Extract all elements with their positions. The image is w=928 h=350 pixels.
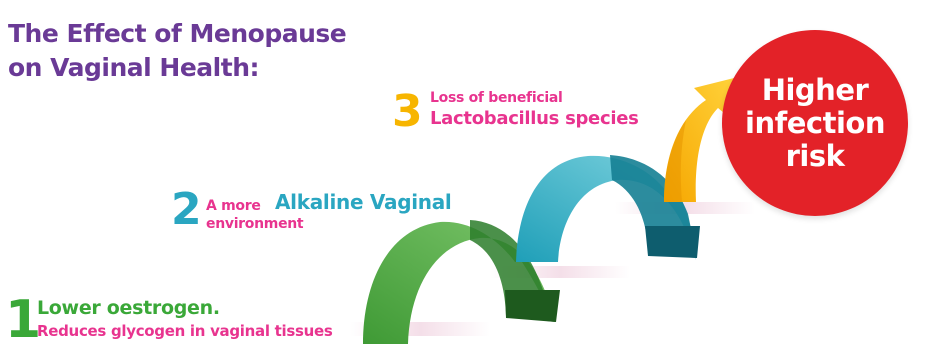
step-3-line-2: Lactobacillus species [430, 108, 639, 129]
outcome-line-3: risk [740, 140, 890, 173]
step-1-number: 1 [5, 294, 41, 346]
step-2-line-2: environment [206, 216, 303, 232]
step-3-line-1: Loss of beneficial [430, 90, 562, 106]
step-2-line-1-prefix: A more [206, 198, 261, 214]
step-2-number: 2 [171, 188, 202, 232]
step-1-line-2: Reduces glycogen in vaginal tissues [37, 322, 332, 340]
outcome-text: Higher infection risk [740, 74, 890, 173]
step-1-line-1: Lower oestrogen. [37, 297, 220, 319]
step-2-line-1-emphasis: Alkaline Vaginal [275, 190, 451, 214]
outcome-circle: Higher infection risk [722, 30, 908, 216]
step-3-number: 3 [392, 90, 423, 134]
outcome-line-2: infection [740, 107, 890, 140]
outcome-line-1: Higher [740, 74, 890, 107]
